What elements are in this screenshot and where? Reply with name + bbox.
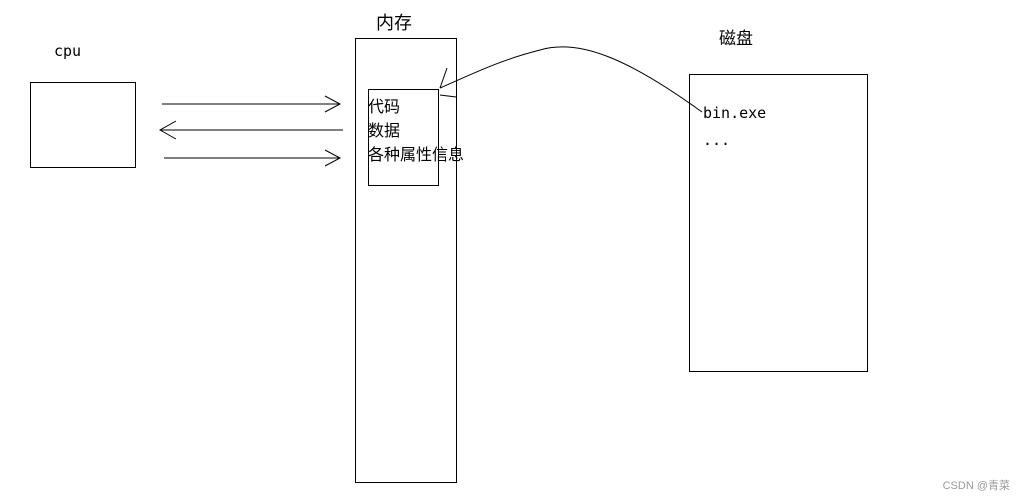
arrow-memory-to-cpu (158, 120, 343, 140)
arrow-cpu-to-memory-bottom (164, 149, 342, 167)
memory-item-data: 数据 (368, 121, 401, 140)
process-image-box (368, 89, 439, 186)
disk-box (689, 74, 868, 372)
memory-box (355, 38, 457, 483)
arrow-cpu-to-memory-top (162, 95, 342, 113)
disk-contents: bin.exe ... (703, 100, 766, 154)
disk-item-exe: bin.exe (703, 104, 767, 122)
memory-item-code: 代码 (368, 97, 401, 116)
memory-label: 内存 (376, 13, 412, 34)
arrow-disk-to-memory-load (439, 46, 703, 113)
memory-contents: 代码 数据 各种属性信息 (368, 95, 464, 167)
disk-item-more: ... (703, 131, 731, 149)
cpu-box (30, 82, 136, 168)
disk-label: 磁盘 (719, 29, 753, 49)
cpu-label: cpu (54, 42, 82, 60)
memory-item-attributes: 各种属性信息 (368, 145, 465, 164)
watermark: CSDN @青菜 (942, 480, 1010, 492)
